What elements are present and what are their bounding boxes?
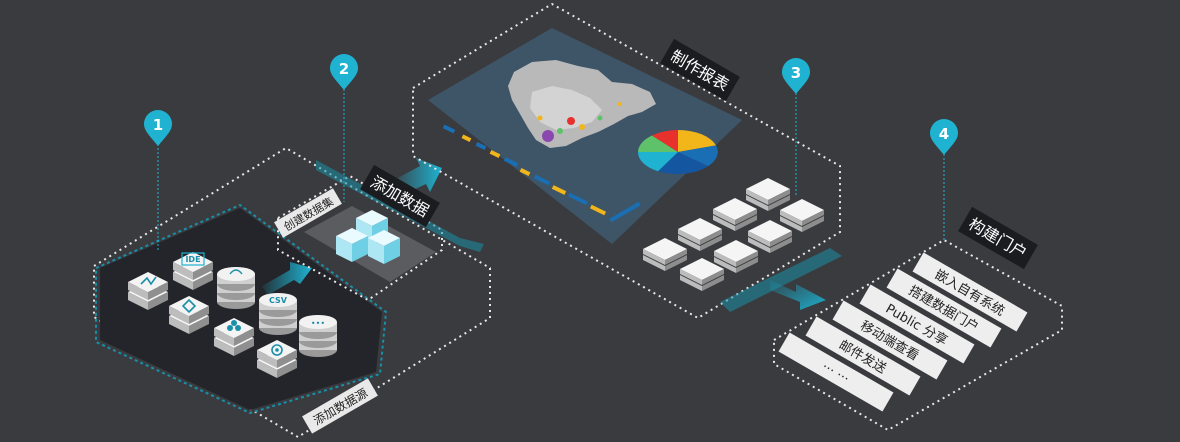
stage4-group: 构建门户 嵌入自有系统 搭建数据门户 Public 分享 移动端查看 邮件发送 — [773, 206, 1063, 432]
step-pin-1-number: 1 — [153, 116, 163, 134]
arrow-1-to-2 — [262, 262, 312, 295]
stage1-dark-panel — [100, 208, 382, 410]
stage2-frame — [277, 174, 443, 302]
csv-icon-text: CSV — [269, 296, 288, 305]
stage3-frame — [412, 2, 841, 320]
step-pin-4: 4 — [930, 119, 958, 240]
pie-chart — [637, 130, 718, 175]
ide-icon-text: IDE — [185, 255, 200, 264]
step-pin-2-number: 2 — [339, 60, 349, 78]
stage3-ribbon — [720, 248, 842, 312]
stage1-teal-frame — [95, 203, 388, 415]
stage3-group: 制作报表 — [412, 2, 842, 320]
ide-icon[interactable]: IDE — [173, 252, 213, 290]
bar-strip — [442, 124, 641, 223]
step-pin-3-number: 3 — [791, 64, 801, 82]
more-icon-text: ••• — [311, 319, 325, 328]
report-tile[interactable] — [748, 220, 792, 253]
report-tile[interactable] — [780, 199, 824, 232]
cluster-icon[interactable] — [214, 318, 254, 356]
stage4-title: 构建门户 — [958, 206, 1038, 270]
china-map — [508, 60, 656, 148]
target-icon[interactable] — [257, 340, 297, 378]
diamond-icon[interactable] — [169, 296, 209, 334]
stage1-group: IDE CSV ••• 添加数据源 — [93, 146, 491, 439]
step-pin-1: 1 — [144, 110, 172, 252]
arrow-3-to-4 — [770, 280, 826, 310]
step-pin-4-number: 4 — [939, 125, 949, 143]
more-icon[interactable]: ••• — [299, 315, 337, 357]
csv-icon[interactable]: CSV — [259, 293, 297, 335]
report-tile[interactable] — [678, 218, 722, 251]
mysql-icon[interactable] — [217, 267, 255, 309]
portal-items: 嵌入自有系统 搭建数据门户 Public 分享 移动端查看 邮件发送 ··· ·… — [778, 252, 1028, 412]
report-tile[interactable] — [713, 198, 757, 231]
step-pin-3: 3 — [782, 58, 810, 196]
report-tile[interactable] — [746, 178, 790, 211]
step-pin-2: 2 — [330, 54, 358, 202]
graph-icon[interactable] — [128, 272, 168, 310]
report-tile[interactable] — [643, 238, 687, 271]
